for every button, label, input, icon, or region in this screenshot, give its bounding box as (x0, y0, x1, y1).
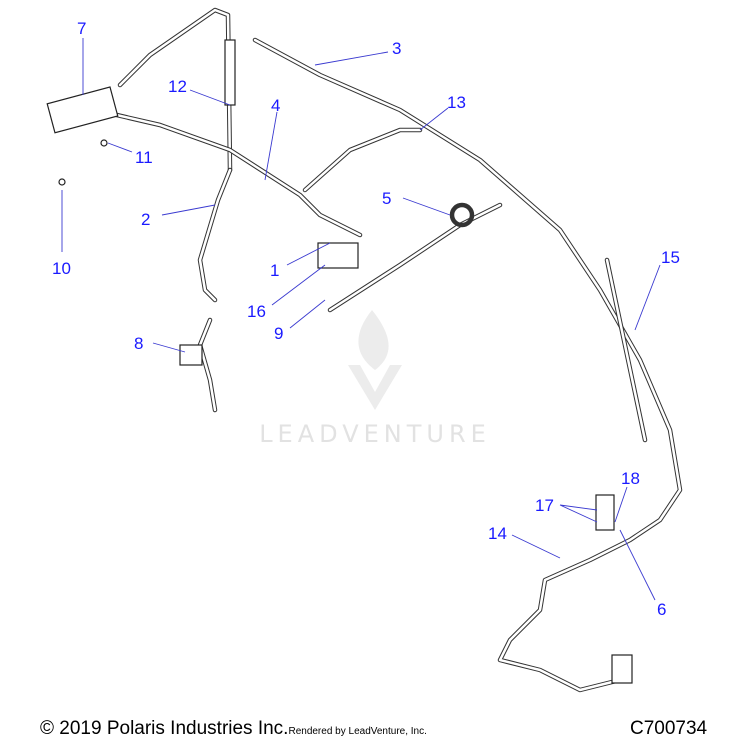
callout-7[interactable]: 7 (77, 19, 86, 38)
connector-part (595, 494, 615, 531)
callout-13[interactable]: 13 (447, 93, 466, 112)
callout-16[interactable]: 16 (247, 302, 266, 321)
watermark-text: LEADVENTURE (259, 420, 491, 448)
screw-part (58, 178, 66, 186)
callout-17[interactable]: 17 (535, 496, 554, 515)
plug-part (611, 654, 633, 684)
callout-3[interactable]: 3 (392, 39, 401, 58)
module-part (317, 242, 359, 269)
callout-10[interactable]: 10 (52, 259, 71, 278)
callout-5[interactable]: 5 (382, 189, 391, 208)
callout-1[interactable]: 1 (270, 261, 279, 280)
diagram-code: C700734 (630, 718, 708, 739)
leader-lines (61, 38, 661, 601)
callout-15[interactable]: 15 (661, 248, 680, 267)
callout-6[interactable]: 6 (657, 600, 666, 619)
callout-8[interactable]: 8 (134, 334, 143, 353)
fuse-box-part (46, 86, 119, 134)
actuator-part (179, 344, 203, 366)
callout-11[interactable]: 11 (135, 148, 153, 167)
callout-labels: 7 12 3 4 13 11 2 10 5 1 16 9 15 8 18 17 … (52, 19, 680, 619)
wire-harness (92, 7, 683, 693)
callout-2[interactable]: 2 (141, 210, 150, 229)
copyright-footer: © 2019 Polaris Industries Inc.Rendered b… (40, 718, 427, 740)
callout-14[interactable]: 14 (488, 524, 507, 543)
callout-12[interactable]: 12 (168, 77, 187, 96)
nut-part (100, 139, 108, 147)
copyright-text: © 2019 Polaris Industries Inc. (40, 718, 289, 739)
parts (46, 39, 633, 684)
cable-part (224, 39, 236, 106)
callout-4[interactable]: 4 (271, 96, 280, 115)
watermark-logo: LEADVENTURE (259, 310, 491, 448)
callout-9[interactable]: 9 (274, 324, 283, 343)
callout-18[interactable]: 18 (621, 469, 640, 488)
rendered-by-text: Rendered by LeadVenture, Inc. (288, 726, 427, 737)
